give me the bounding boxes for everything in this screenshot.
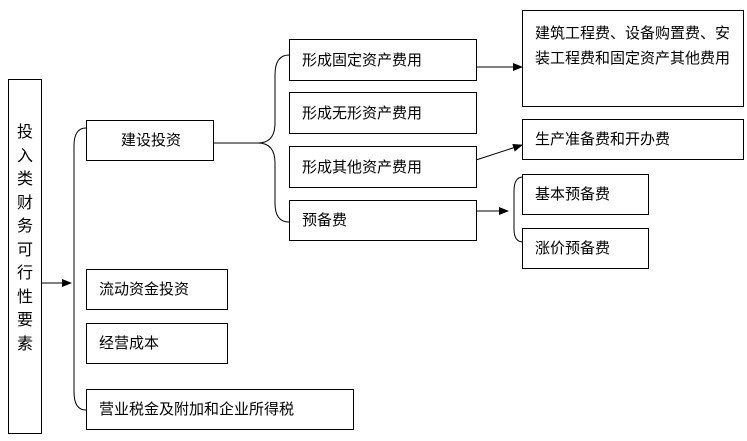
root-char: 要 [16, 310, 33, 329]
root-char: 可 [16, 239, 33, 259]
intangible-asset-cost-box: 形成无形资产费用 [289, 92, 477, 134]
basic-reserve-box: 基本预备费 [522, 174, 649, 215]
operating-cost-label: 经营成本 [99, 334, 160, 352]
fixed-asset-cost-box: 形成固定资产费用 [289, 39, 477, 81]
root-char: 投 [16, 122, 33, 141]
other-asset-cost-box: 形成其他资产费用 [289, 146, 477, 188]
operating-cost-box: 经营成本 [86, 323, 228, 364]
fixed-asset-detail-box: 建筑工程费、设备购置费、安装工程费和固定资产其他费用 [522, 10, 744, 107]
reserve-cost-box: 预备费 [289, 200, 477, 241]
intangible-asset-cost-label: 形成无形资产费用 [302, 103, 423, 122]
root-box: 投 入 类 财 务 可 行 性 要 素 [8, 79, 42, 434]
reserve-cost-label: 预备费 [302, 211, 348, 229]
root-char: 财 [16, 192, 33, 212]
root-char: 素 [16, 333, 33, 353]
root-char: 行 [16, 263, 33, 282]
reserve-brace [513, 176, 524, 243]
root-char: 务 [16, 216, 33, 235]
working-capital-box: 流动资金投资 [86, 269, 228, 310]
root-char: 性 [16, 286, 33, 306]
level1-brace [73, 127, 87, 411]
other-asset-cost-label: 形成其他资产费用 [302, 157, 423, 176]
level2-lower-brace [257, 142, 290, 223]
fixed-asset-cost-label: 形成固定资产费用 [302, 50, 423, 69]
fixed-asset-detail-label: 建筑工程费、设备购置费、安装工程费和固定资产其他费用 [535, 24, 731, 67]
working-capital-label: 流动资金投资 [99, 280, 190, 298]
level2-upper-brace [257, 54, 290, 144]
tax-label: 营业税金及附加和企业所得税 [99, 400, 295, 418]
invest-box: 建设投资 [86, 120, 214, 161]
root-char: 入 [16, 145, 33, 165]
price-reserve-box: 涨价预备费 [522, 228, 649, 269]
tax-box: 营业税金及附加和企业所得税 [86, 389, 354, 430]
basic-reserve-label: 基本预备费 [535, 185, 611, 203]
production-prep-label: 生产准备费和开办费 [535, 130, 671, 148]
production-prep-box: 生产准备费和开办费 [522, 119, 744, 160]
invest-label: 建设投资 [121, 131, 182, 149]
other-arrow [475, 143, 523, 161]
price-reserve-label: 涨价预备费 [535, 239, 611, 257]
root-char: 类 [16, 169, 33, 188]
